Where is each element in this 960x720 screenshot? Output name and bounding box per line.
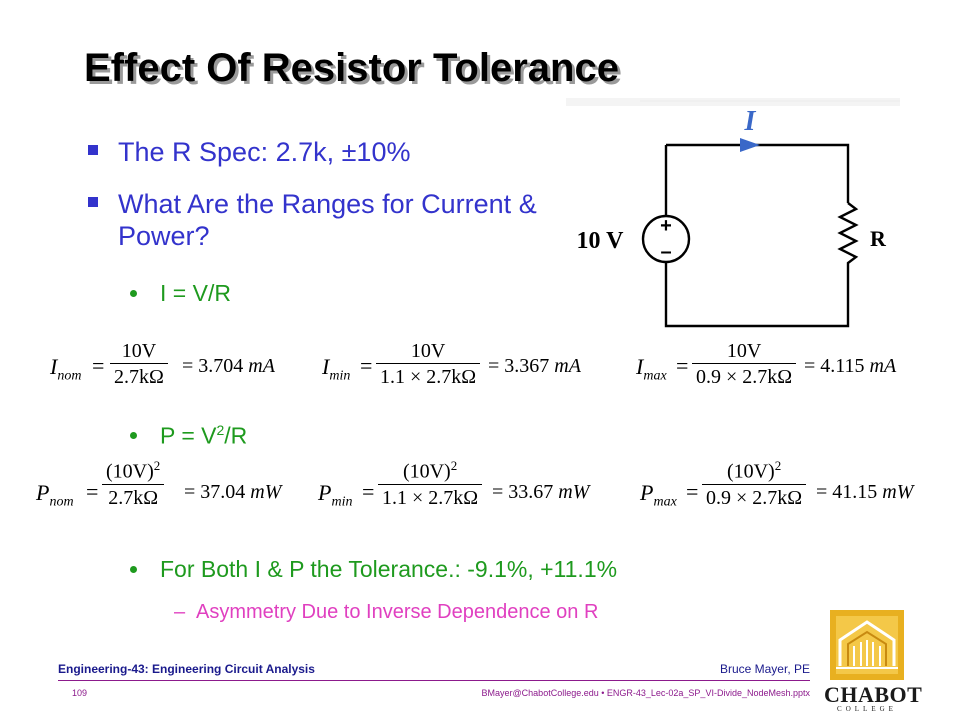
- square-bullet-icon: [88, 145, 98, 155]
- eq-equals: =: [362, 479, 375, 504]
- eq-denominator: 2.7kΩ: [110, 363, 168, 389]
- eq-numerator-exponent: 2: [450, 458, 458, 473]
- eq-subscript: max: [653, 494, 677, 510]
- page-title-shadow: Effect Of Resistor Tolerance: [87, 49, 622, 93]
- eq-denominator: 1.1 × 2.7kΩ: [376, 363, 481, 389]
- circuit-diagram: I 10 V + – R: [566, 98, 900, 328]
- footer-course: Engineering-43: Engineering Circuit Anal…: [58, 662, 315, 676]
- power-formula-exponent: 2: [216, 422, 225, 438]
- eq-symbol: I: [636, 354, 644, 379]
- page-number: 109: [72, 688, 88, 698]
- round-bullet-icon: [130, 566, 137, 573]
- eq-denominator: 2.7kΩ: [102, 483, 165, 510]
- eq-subscript: min: [329, 368, 351, 384]
- eq-equals: =: [676, 353, 689, 378]
- eq-denominator: 1.1 × 2.7kΩ: [378, 483, 483, 510]
- footer-divider: [58, 680, 810, 681]
- eq-subscript: max: [643, 368, 667, 384]
- eq-value: 41.15: [832, 481, 878, 503]
- bullet-text: The R Spec: 2.7k, ±10%: [118, 137, 411, 167]
- eq-symbol: P: [36, 480, 50, 505]
- eq-numerator: 10V: [410, 340, 446, 362]
- eq-symbol: P: [640, 480, 654, 505]
- eq-symbol: P: [318, 480, 332, 505]
- power-formula-prefix: P = V: [160, 422, 217, 449]
- eq-unit: mA: [869, 355, 897, 377]
- eq-numerator: (10V)2: [102, 458, 164, 484]
- eq-value: 3.367: [504, 355, 550, 377]
- square-bullet-icon: [88, 197, 98, 207]
- page-title: Effect Of Resistor Tolerance: [84, 46, 619, 90]
- subsub-bullet-text: Asymmetry Due to Inverse Dependence on R: [196, 601, 599, 623]
- eq-numerator: 10V: [121, 340, 157, 362]
- eq-value: 3.704: [198, 355, 244, 377]
- eq-numerator-base: (10V): [402, 460, 451, 483]
- eq-denominator: 0.9 × 2.7kΩ: [692, 363, 797, 389]
- eq-value: 4.115: [820, 355, 865, 377]
- eq-equals: =: [360, 353, 373, 378]
- eq-subscript: min: [331, 494, 353, 510]
- eq-equals: =: [492, 481, 504, 503]
- eq-numerator-base: (10V): [726, 460, 775, 483]
- chabot-logo-icon: [830, 610, 904, 680]
- eq-subscript: nom: [49, 494, 74, 510]
- eq-equals: =: [488, 355, 500, 377]
- eq-denominator: 0.9 × 2.7kΩ: [702, 483, 807, 510]
- eq-numerator-exponent: 2: [153, 458, 161, 473]
- eq-unit: mW: [250, 481, 282, 503]
- footer-file-info: BMayer@ChabotCollege.edu • ENGR-43_Lec-0…: [481, 688, 810, 698]
- round-bullet-icon: [130, 432, 137, 439]
- plus-sign: +: [660, 215, 672, 237]
- eq-equals: =: [804, 355, 816, 377]
- eq-numerator: 10V: [726, 340, 762, 362]
- current-label: I: [744, 106, 757, 137]
- eq-numerator: (10V)2: [378, 458, 482, 484]
- eq-equals: =: [92, 353, 105, 378]
- resistor-label: R: [870, 226, 887, 251]
- sub-bullet-text: For Both I & P the Tolerance.: -9.1%, +1…: [160, 556, 618, 582]
- eq-symbol: I: [50, 354, 58, 379]
- bullet-text: What Are the Ranges for Current & Power?: [118, 189, 537, 251]
- eq-numerator-base: (10V): [106, 460, 154, 483]
- eq-value: 33.67: [508, 481, 554, 503]
- sub-bullet-text: P = V2/R: [160, 422, 247, 450]
- eq-value: 37.04: [200, 481, 246, 503]
- eq-unit: mA: [248, 355, 275, 377]
- minus-sign: –: [660, 241, 671, 263]
- dash-bullet-icon: –: [174, 601, 186, 623]
- footer-author: Bruce Mayer, PE: [719, 662, 810, 676]
- eq-subscript: nom: [57, 368, 82, 384]
- power-formula-suffix: /R: [224, 422, 248, 449]
- eq-symbol: I: [322, 354, 330, 379]
- eq-unit: mA: [554, 355, 581, 377]
- source-label: 10 V: [577, 228, 625, 254]
- eq-equals: =: [86, 479, 99, 504]
- eq-equals: =: [686, 479, 699, 504]
- eq-numerator-exponent: 2: [774, 458, 782, 473]
- eq-equals: =: [184, 481, 196, 503]
- eq-numerator: (10V)2: [702, 458, 806, 484]
- eq-unit: mW: [558, 481, 590, 503]
- eq-equals: =: [816, 481, 828, 503]
- logo-name: CHABOT: [824, 682, 923, 707]
- logo-subtitle: COLLEGE: [837, 705, 897, 713]
- round-bullet-icon: [130, 290, 137, 297]
- eq-equals: =: [182, 355, 194, 377]
- sub-bullet-text: I = V/R: [160, 280, 231, 306]
- eq-unit: mW: [882, 481, 914, 503]
